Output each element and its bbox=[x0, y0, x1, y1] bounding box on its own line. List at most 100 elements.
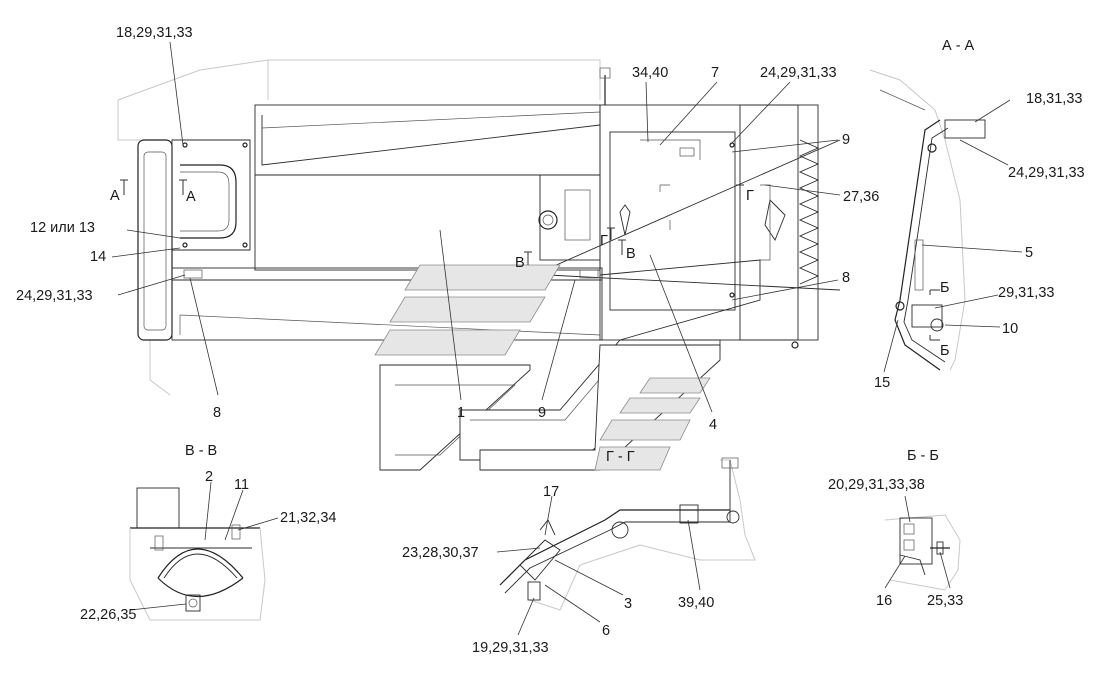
diagonal-support-lower bbox=[547, 274, 841, 291]
door-latch bbox=[679, 147, 695, 157]
side-strip bbox=[760, 184, 771, 261]
section-mark-b-top: Б bbox=[940, 280, 950, 296]
callout-8-bottom: 8 bbox=[213, 405, 221, 421]
callout-10: 10 bbox=[1002, 321, 1018, 337]
aa-lower-bracket bbox=[911, 304, 943, 328]
clamp-left bbox=[183, 269, 203, 279]
leader-19-29-31-33 bbox=[517, 597, 535, 636]
cabin-ghost-outline bbox=[117, 59, 601, 101]
callout-6: 6 bbox=[602, 623, 610, 639]
section-mark-v-left: В bbox=[515, 255, 525, 271]
callout-24-29-31-33-top: 24,29,31,33 bbox=[760, 65, 837, 81]
cut-mark-a-right bbox=[179, 179, 187, 195]
leader-6 bbox=[544, 584, 601, 623]
leader-29-31-33 bbox=[934, 294, 999, 309]
section-labels: А - А В - В Г - Г Б - Б А А В В Г Г Б Б bbox=[110, 38, 975, 465]
battery-box-body bbox=[254, 104, 601, 271]
fastener bbox=[182, 242, 188, 248]
callout-17: 17 bbox=[543, 484, 559, 500]
leader-12-13 bbox=[126, 229, 181, 239]
section-title-a-a: А - А bbox=[942, 38, 975, 54]
fastener bbox=[182, 142, 188, 148]
callout-11: 11 bbox=[234, 477, 249, 493]
callout-34-40: 34,40 bbox=[632, 65, 668, 81]
callout-5: 5 bbox=[1025, 245, 1033, 261]
callout-12-or-13: 12 или 13 bbox=[30, 220, 95, 236]
step-plate-7 bbox=[594, 446, 671, 471]
section-a-a bbox=[869, 69, 1023, 373]
upper-mounting-plate bbox=[171, 139, 251, 251]
antenna-cap bbox=[599, 67, 611, 79]
leader-17 bbox=[544, 495, 553, 536]
leader-18-31-33 bbox=[974, 99, 1011, 123]
handrail-inner bbox=[180, 171, 230, 232]
fastener bbox=[242, 142, 248, 148]
handrail bbox=[180, 164, 237, 239]
fastener bbox=[729, 292, 735, 298]
leader-11 bbox=[224, 489, 244, 541]
leader-14 bbox=[111, 247, 181, 258]
leader-1 bbox=[439, 229, 462, 401]
step-plate-1 bbox=[404, 264, 561, 291]
bb-plate bbox=[899, 517, 933, 565]
gg-ghost bbox=[529, 459, 756, 611]
gg-end-bolt bbox=[726, 510, 740, 524]
vv-clamp-arc bbox=[157, 548, 244, 579]
callout-4: 4 bbox=[709, 417, 717, 433]
support-bracket bbox=[599, 259, 761, 341]
callout-9-right: 9 bbox=[842, 132, 850, 148]
gg-clip bbox=[679, 504, 699, 524]
vv-clamp-arc-bottom bbox=[157, 577, 244, 597]
leader-20-29-31-33-38 bbox=[904, 495, 911, 523]
aa-lower-bolt bbox=[930, 318, 944, 332]
bb-ghost bbox=[884, 514, 961, 591]
callout-27-36: 27,36 bbox=[843, 189, 879, 205]
right-column bbox=[739, 104, 799, 341]
step-frame-right bbox=[479, 344, 721, 471]
leader-24-29-31-33-top bbox=[729, 81, 791, 146]
callout-20-29-31-33-38: 20,29,31,33,38 bbox=[828, 477, 925, 493]
vv-ghost bbox=[129, 527, 266, 621]
leader-39-40 bbox=[687, 519, 701, 591]
leader-18-29-31-33 bbox=[169, 41, 184, 146]
leader-4 bbox=[649, 254, 713, 413]
upper-wedge-line bbox=[261, 115, 601, 166]
leader-21-32-34 bbox=[237, 517, 279, 531]
section-mark-g-left: Г bbox=[600, 233, 608, 249]
section-g-g bbox=[496, 457, 756, 636]
cut-mark-v-left bbox=[524, 251, 532, 265]
door-hinge bbox=[640, 139, 701, 160]
callout-9-bottom: 9 bbox=[538, 405, 546, 421]
callout-24-29-31-33-aa: 24,29,31,33 bbox=[1008, 165, 1085, 181]
cabin-ghost-bottom bbox=[149, 340, 171, 396]
callout-14: 14 bbox=[90, 249, 106, 265]
gg-rail-lower bbox=[504, 521, 730, 594]
gg-pivot bbox=[611, 521, 629, 539]
callout-39-40: 39,40 bbox=[678, 595, 714, 611]
step-plate-3 bbox=[374, 329, 521, 356]
leader-24-29-31-33-aa bbox=[959, 139, 1009, 166]
aa-lower-pin bbox=[895, 301, 905, 311]
door-handle bbox=[619, 204, 631, 236]
leader-10 bbox=[944, 324, 1001, 328]
leader-8-right bbox=[731, 279, 839, 301]
leader-34-40 bbox=[645, 81, 649, 143]
gg-rail-upper bbox=[499, 509, 730, 586]
central-mount bbox=[539, 174, 601, 261]
section-mark-a-left: А bbox=[110, 188, 120, 204]
mount-disc-hub bbox=[542, 214, 554, 226]
callout-24-29-31-33-left: 24,29,31,33 bbox=[16, 288, 93, 304]
fastener bbox=[729, 142, 735, 148]
vv-bottom-nut bbox=[185, 594, 201, 612]
main-view bbox=[111, 41, 841, 471]
callout-2: 2 bbox=[205, 469, 213, 485]
leader-5 bbox=[921, 244, 1023, 253]
callout-23-28-30-37: 23,28,30,37 bbox=[402, 545, 479, 561]
section-title-v-v: В - В bbox=[185, 443, 217, 459]
callout-21-32-34: 21,32,34 bbox=[280, 510, 336, 526]
step-plate-2 bbox=[389, 296, 546, 323]
mount-disc bbox=[538, 210, 558, 230]
section-v-v bbox=[129, 481, 279, 621]
callout-29-31-33: 29,31,33 bbox=[998, 285, 1054, 301]
aa-cut-mark-b bbox=[929, 289, 940, 341]
